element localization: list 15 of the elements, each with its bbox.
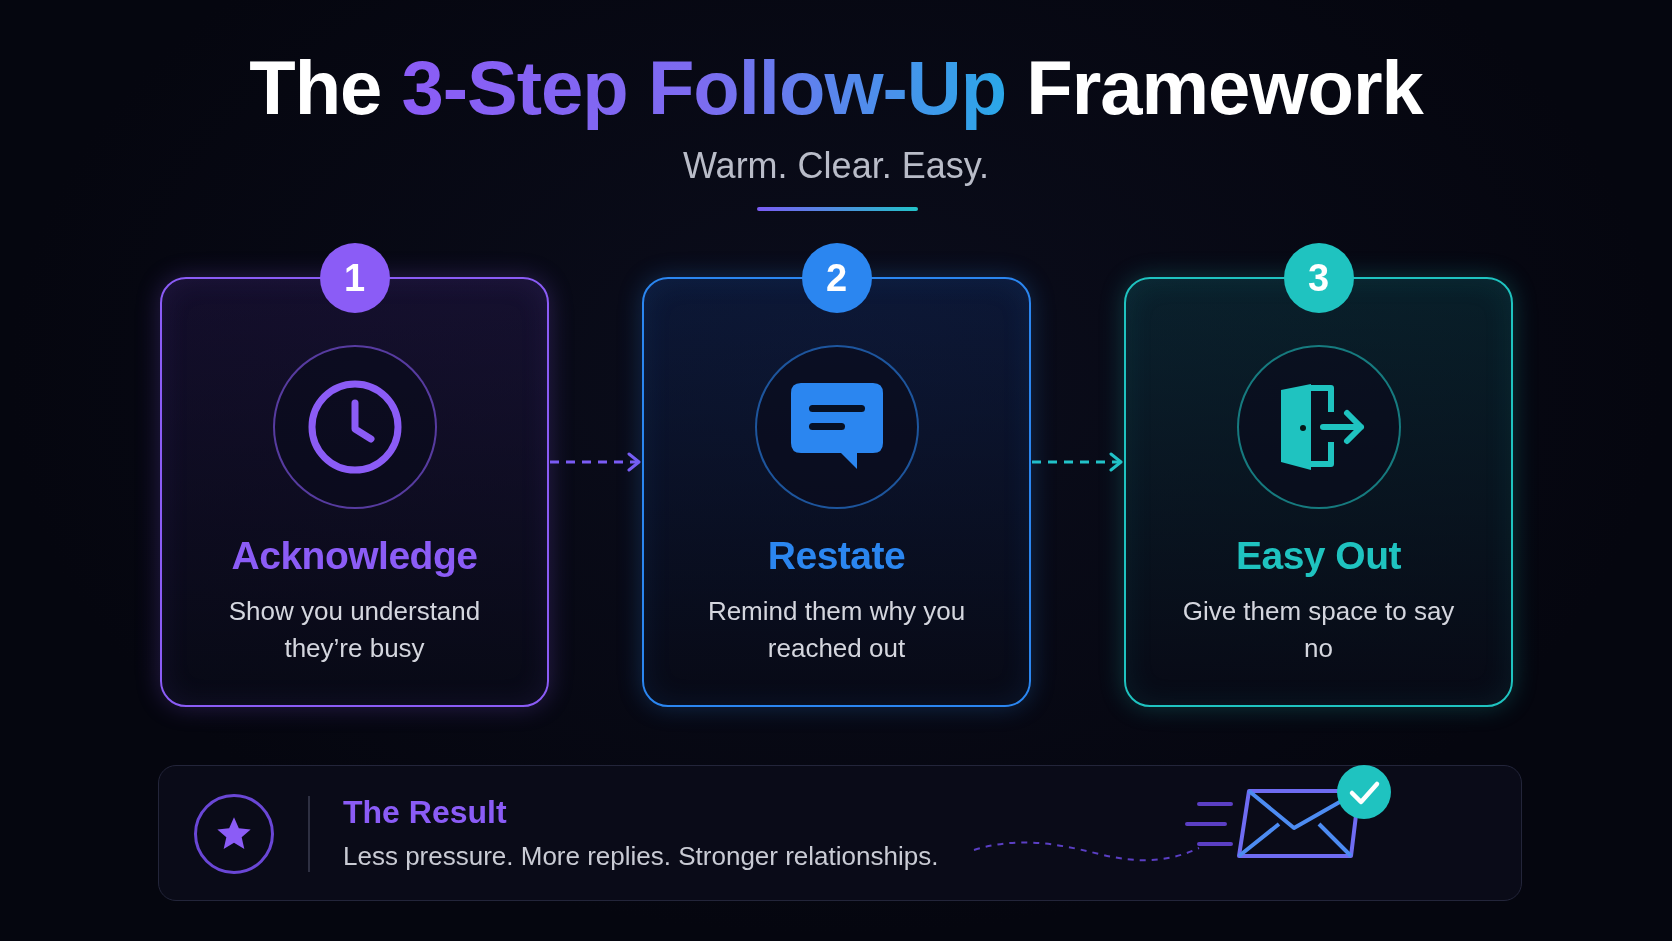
result-description: Less pressure. More replies. Stronger relationships. bbox=[343, 841, 939, 872]
result-panel bbox=[158, 765, 1522, 901]
step-number: 1 bbox=[319, 243, 390, 313]
step-heading: Easy Out bbox=[1234, 534, 1403, 578]
step-description: Give them space to say no bbox=[1181, 595, 1456, 665]
result-heading: The Result bbox=[343, 794, 507, 831]
step-description: Remind them why you reached out bbox=[706, 595, 967, 665]
subtitle: Warm. Clear. Easy. bbox=[682, 145, 990, 187]
step-heading: Acknowledge bbox=[230, 534, 479, 578]
step-description: Show you understand they’re busy bbox=[227, 595, 482, 665]
dashed-arrow bbox=[1032, 452, 1123, 472]
step-heading: Restate bbox=[766, 534, 907, 578]
dashed-arrow bbox=[550, 452, 641, 472]
step-number: 2 bbox=[801, 243, 872, 313]
step-number: 3 bbox=[1283, 243, 1354, 313]
